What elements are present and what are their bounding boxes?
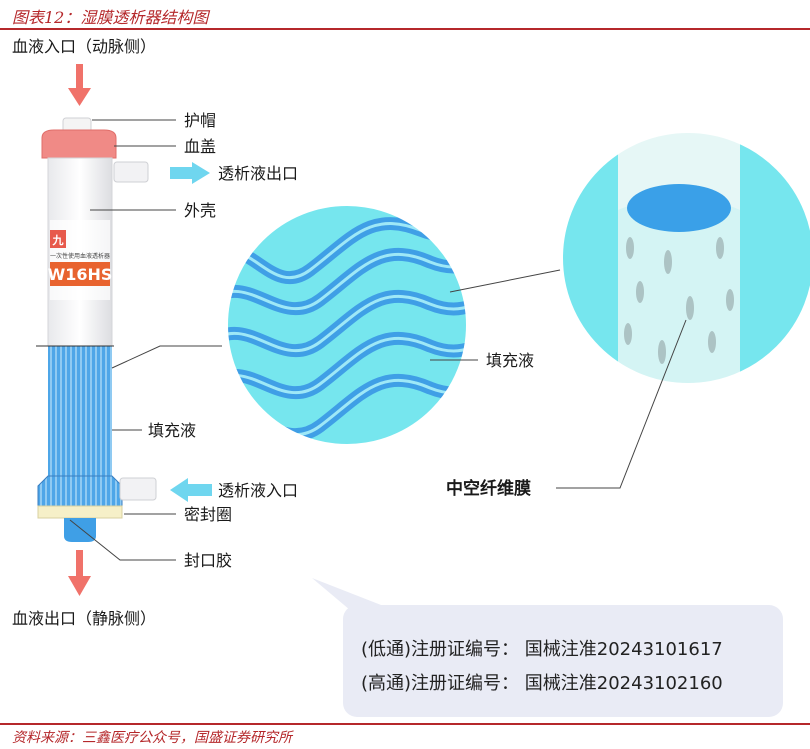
footer-rule (0, 723, 810, 725)
label-blood-cover: 血盖 (184, 137, 216, 156)
registration-high-flux: (高通)注册证编号： 国械注准20243102160 (361, 673, 723, 694)
figure-header: 图表12：湿膜透析器结构图 (0, 0, 810, 30)
product-model: W16HS (48, 265, 113, 284)
registration-callout: (低通)注册证编号： 国械注准20243101617 (高通)注册证编号： 国械… (343, 605, 783, 717)
label-protective-cap: 护帽 (184, 111, 216, 130)
header-rule (0, 28, 810, 30)
fiber-zoom-circle (226, 204, 468, 446)
hollow-fiber-zoom-circle (561, 131, 810, 385)
product-logo (50, 230, 66, 248)
dialysate-inlet-port (119, 477, 157, 501)
blood-inlet-arrow (68, 64, 91, 106)
blood-cover (41, 129, 117, 159)
dialyzer-body: 九 一次性使用血液透析器 W16HS (36, 117, 157, 542)
label-filling-fluid-right: 填充液 (486, 351, 534, 370)
figure-title: 图表12：湿膜透析器结构图 (12, 8, 209, 27)
blood-outlet-arrow (68, 550, 91, 596)
label-seal-ring: 密封圈 (184, 505, 232, 524)
source-note: 资料来源：三鑫医疗公众号，国盛证券研究所 (12, 730, 292, 746)
leader-lines-left (69, 119, 222, 561)
label-dialysate-outlet: 透析液出口 (218, 164, 298, 183)
seal-ring (37, 505, 123, 519)
label-hollow-fiber-membrane: 中空纤维膜 (446, 478, 531, 499)
leader-lines-right (430, 269, 687, 489)
label-dialysate-inlet: 透析液入口 (218, 481, 298, 500)
dialysate-outlet-arrow (170, 162, 210, 184)
label-blood-inlet: 血液入口（动脉侧） (12, 37, 156, 56)
product-subtitle: 一次性使用血液透析器 (50, 252, 110, 260)
dialysate-inlet-arrow (170, 478, 212, 502)
bottom-cap (64, 518, 96, 542)
label-potting-glue: 封口胶 (184, 551, 232, 570)
callout-pointer (312, 578, 394, 610)
label-shell: 外壳 (184, 201, 216, 220)
product-logo-mark: 九 (52, 233, 64, 247)
dialysate-outlet-port (113, 161, 149, 183)
fiber-bundle (48, 346, 112, 496)
registration-low-flux: (低通)注册证编号： 国械注准20243101617 (361, 639, 723, 660)
label-blood-outlet: 血液出口（静脉侧） (12, 609, 156, 628)
label-filling-fluid-left: 填充液 (148, 421, 196, 440)
